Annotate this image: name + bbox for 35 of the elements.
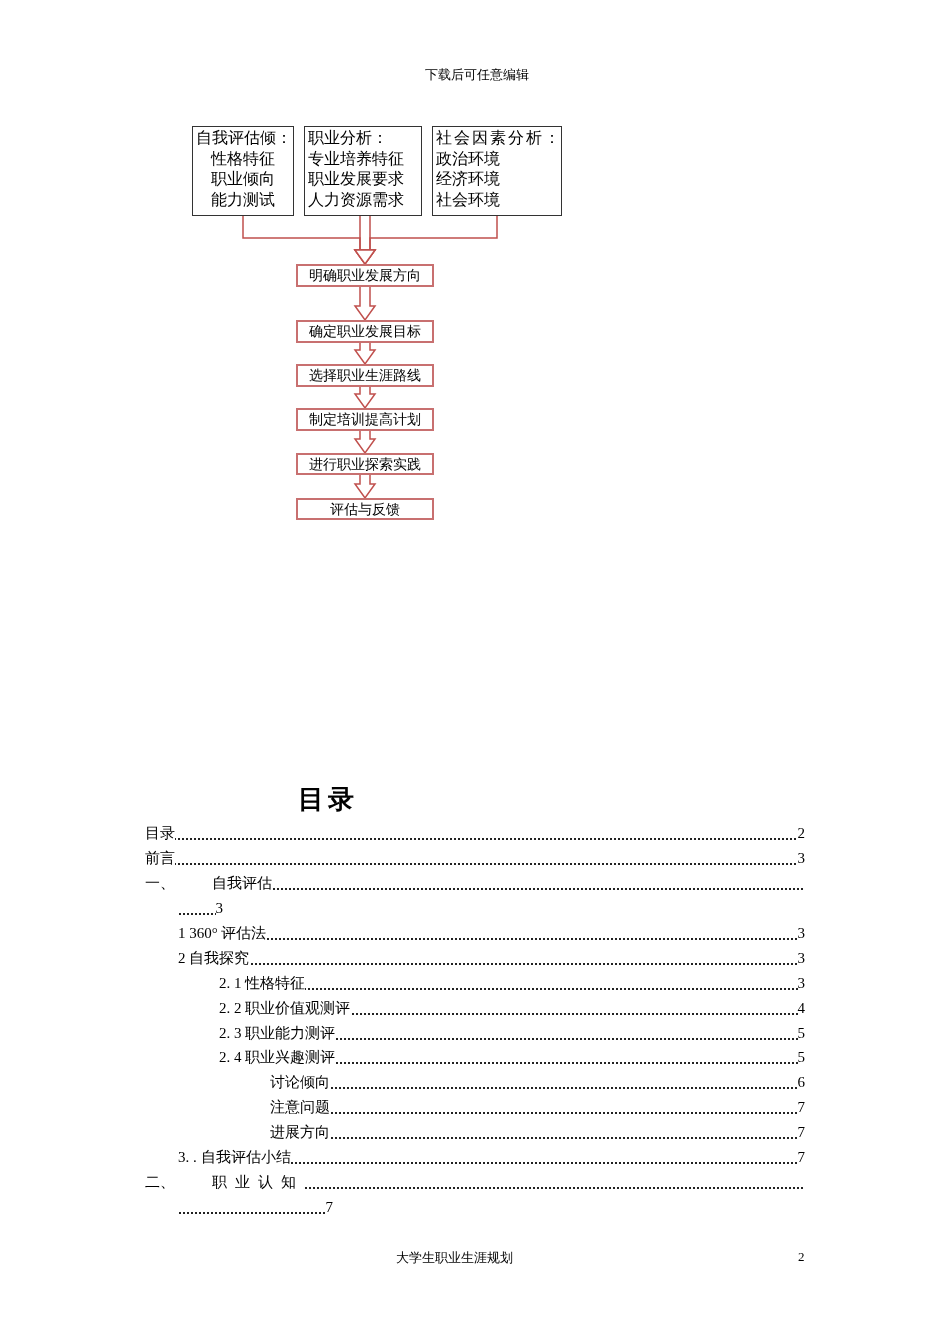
arrow — [353, 430, 377, 455]
arrow — [353, 342, 377, 366]
toc-entry: 2. 1 性格特征 3 — [219, 974, 805, 992]
process-box: 确定职业发展目标 — [296, 320, 434, 343]
footer-text: 大学生职业生涯规划 — [396, 1249, 513, 1267]
toc-entry: 职业认知 — [212, 1173, 805, 1191]
toc-entry: 3. . 自我评估小结 7 — [178, 1148, 805, 1166]
arrow — [353, 286, 377, 322]
toc-entry: 讨论倾向 6 — [270, 1073, 805, 1091]
toc-entry: 2. 2 职业价值观测评 4 — [219, 999, 805, 1017]
toc-title: 目录 — [298, 783, 358, 816]
section-number: 一、 — [145, 874, 175, 892]
process-box: 自我评估倾： 性格特征 职业倾向 能力测试 — [192, 126, 294, 216]
toc-entry: 进展方向 7 — [270, 1123, 805, 1141]
toc-entry: 2. 3 职业能力测评 5 — [219, 1024, 805, 1042]
process-box: 职业分析： 专业培养特征 职业发展要求 人力资源需求 — [304, 126, 422, 216]
arrow — [353, 386, 377, 410]
connector-line — [354, 215, 498, 265]
page-number: 2 — [798, 1249, 805, 1265]
process-box: 制定培训提高计划 — [296, 408, 434, 431]
header-text: 下载后可任意编辑 — [425, 66, 529, 84]
toc-entry: 自我评估 — [212, 874, 805, 892]
process-box: 选择职业生涯路线 — [296, 364, 434, 387]
toc-entry: 注意问题 7 — [270, 1098, 805, 1116]
toc-entry: 2. 4 职业兴趣测评 5 — [219, 1048, 805, 1066]
process-box: 明确职业发展方向 — [296, 264, 434, 287]
process-box: 社会因素分析： 政治环境 经济环境 社会环境 — [432, 126, 562, 216]
toc-entry: 2 自我探究 3 — [178, 949, 805, 967]
section-number: 二、 — [145, 1173, 175, 1191]
process-box: 进行职业探索实践 — [296, 453, 434, 475]
toc-entry: 目录 2 — [145, 824, 805, 842]
toc-entry: 1 360° 评估法 3 — [178, 924, 805, 942]
toc-entry: 前言 3 — [145, 849, 805, 867]
process-box: 评估与反馈 — [296, 498, 434, 520]
arrow — [353, 474, 377, 500]
